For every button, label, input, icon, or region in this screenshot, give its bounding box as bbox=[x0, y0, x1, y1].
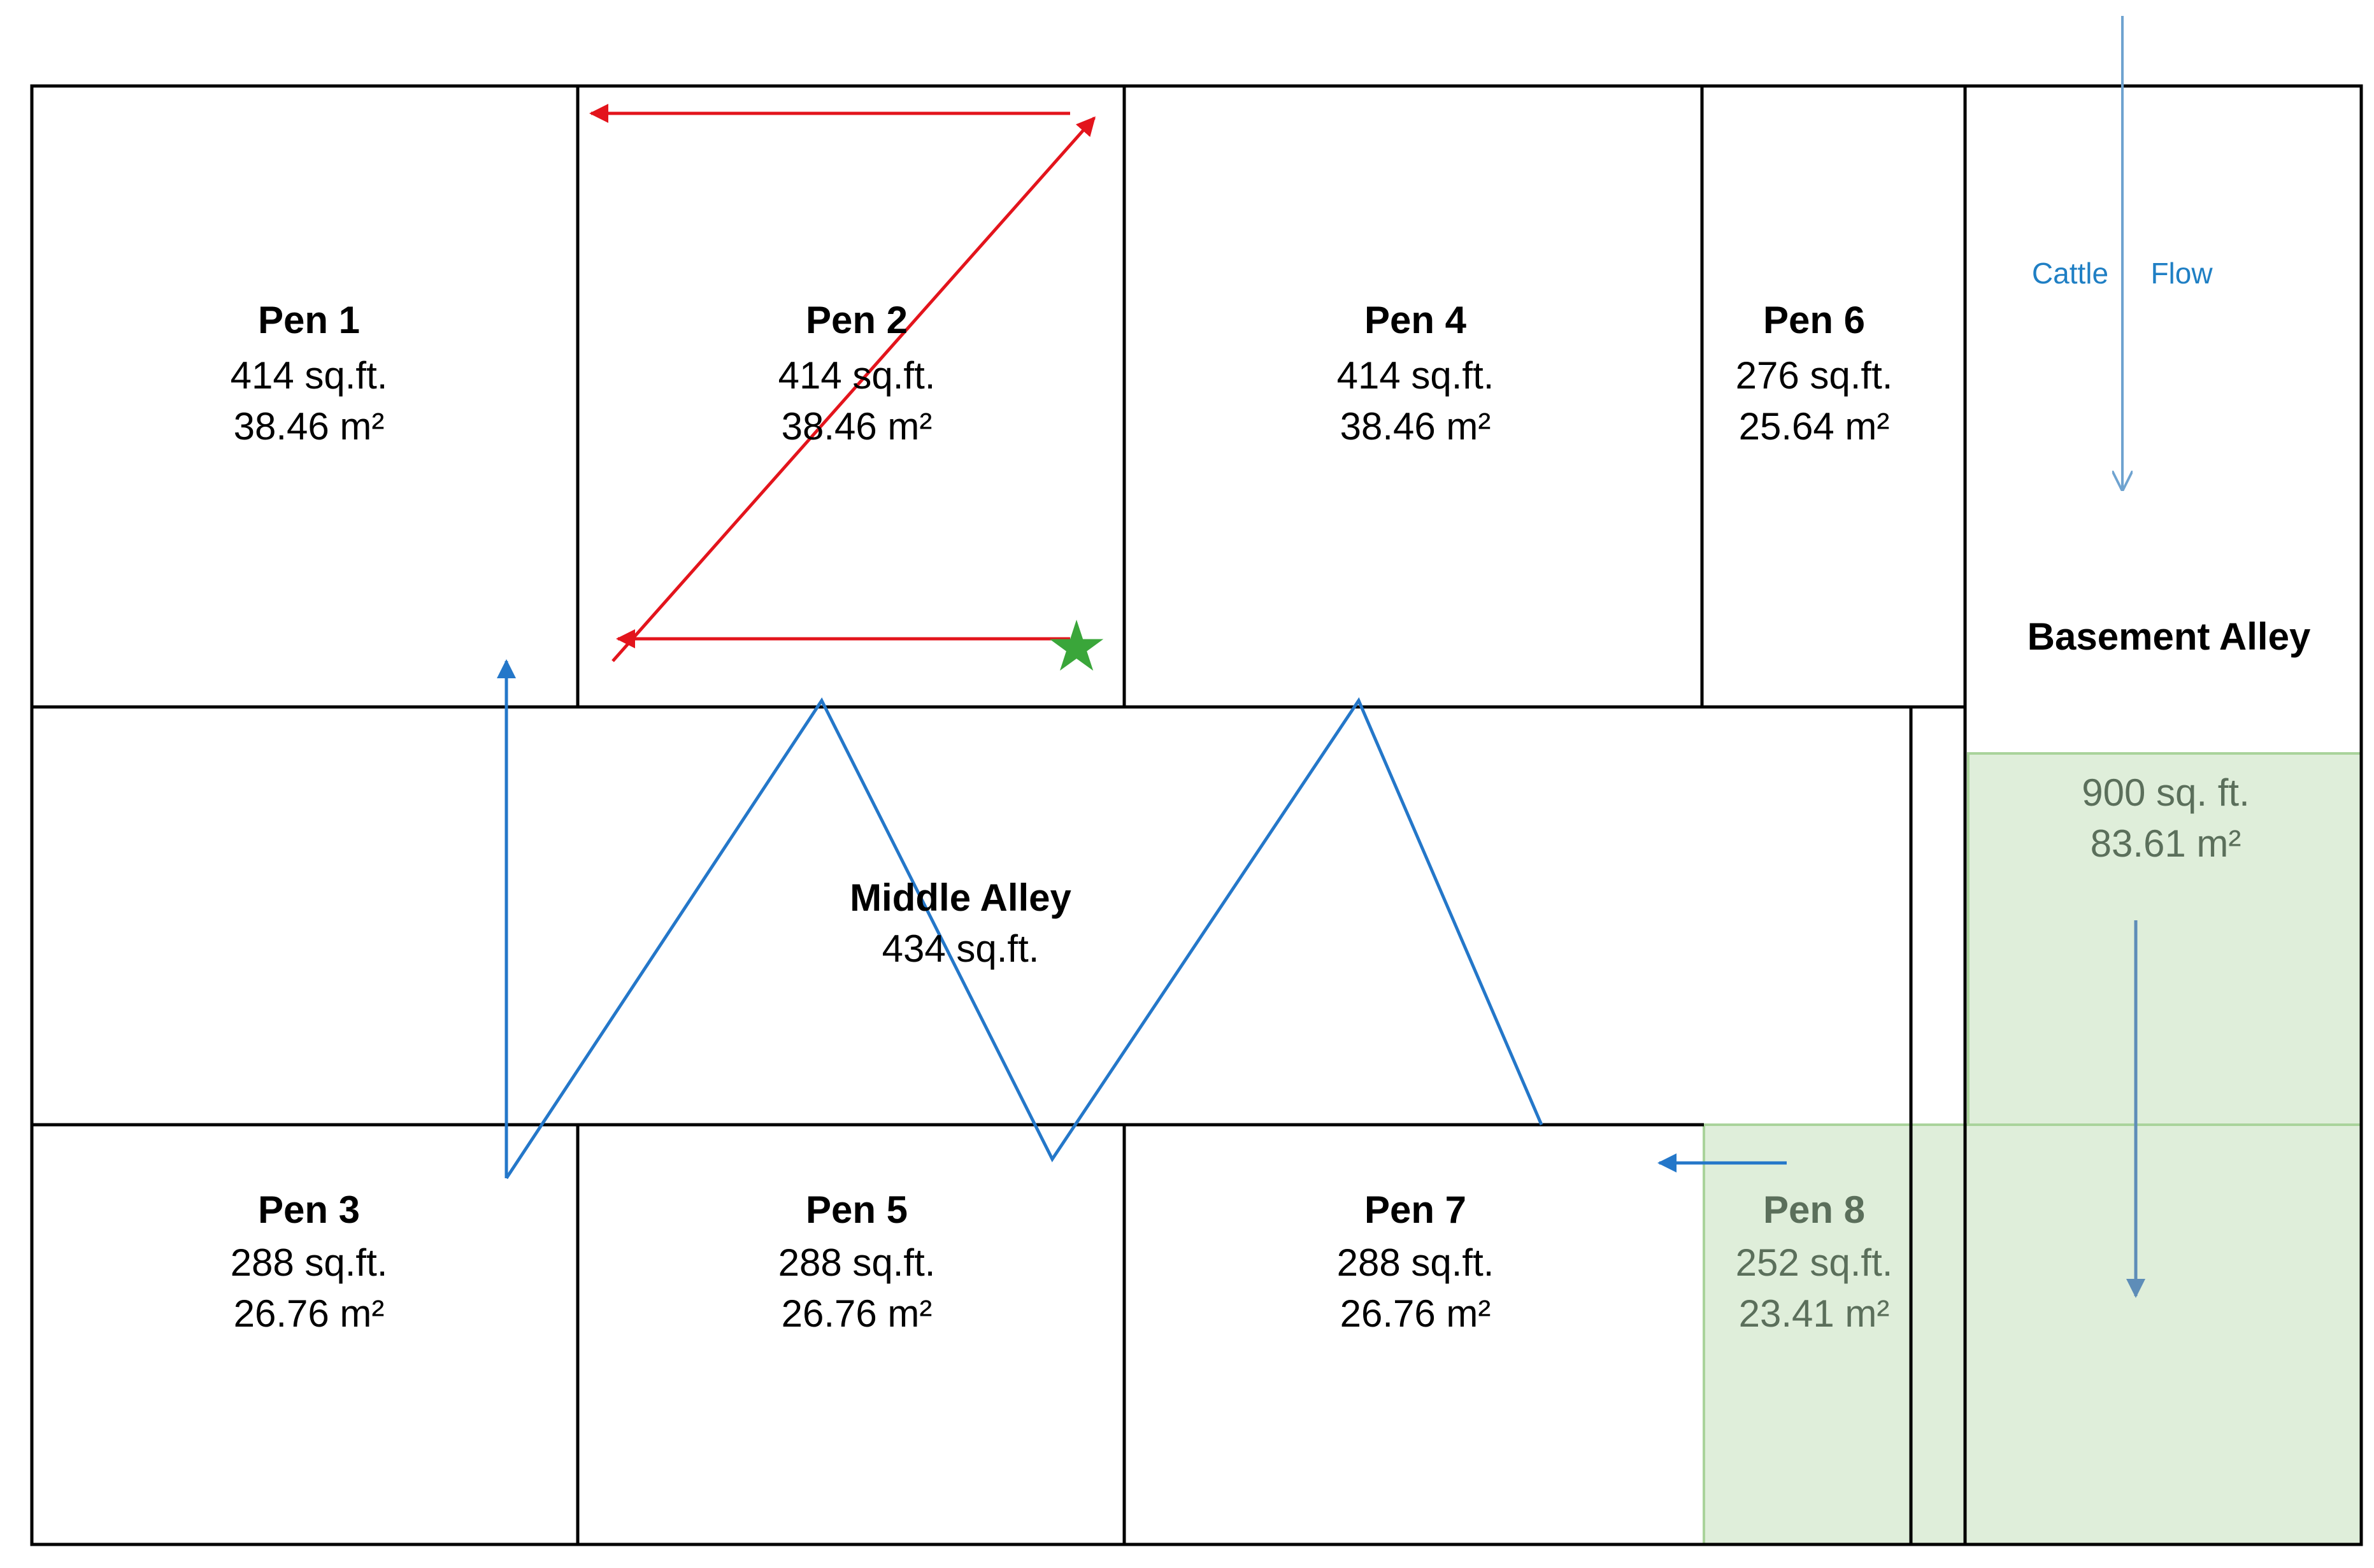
cattle-flow-label-cattle: Cattle bbox=[2032, 257, 2108, 290]
room-basement-alley: Basement Alley 900 sq. ft. 83.61 m² bbox=[2027, 615, 2311, 865]
room-area-m2: 38.46 m² bbox=[234, 405, 385, 448]
red-path bbox=[589, 104, 1096, 662]
room-pen4: Pen 4 414 sq.ft. 38.46 m² bbox=[1337, 299, 1494, 448]
room-area-sqft: 288 sq.ft. bbox=[778, 1241, 936, 1284]
pen8-highlight bbox=[1703, 1123, 2363, 1546]
room-area-m2: 25.64 m² bbox=[1739, 405, 1890, 448]
red-path-diagonal bbox=[611, 116, 1096, 662]
room-area-m2: 83.61 m² bbox=[2091, 822, 2242, 865]
room-area-sqft: 276 sq.ft. bbox=[1736, 354, 1893, 397]
outer-wall bbox=[30, 84, 2363, 1546]
blue-path bbox=[497, 659, 1787, 1180]
room-pen6: Pen 6 276 sq.ft. 25.64 m² bbox=[1736, 299, 1893, 448]
room-pen5: Pen 5 288 sq.ft. 26.76 m² bbox=[778, 1188, 936, 1335]
star-icon: ★ bbox=[1045, 605, 1108, 687]
room-area-sqft: 434 sq.ft. bbox=[882, 927, 1040, 970]
room-area-m2: 26.76 m² bbox=[1340, 1292, 1491, 1335]
room-area-sqft: 414 sq.ft. bbox=[1337, 354, 1494, 397]
room-pen3: Pen 3 288 sq.ft. 26.76 m² bbox=[231, 1188, 388, 1335]
walls bbox=[30, 84, 2363, 1546]
room-area-sqft: 252 sq.ft. bbox=[1736, 1241, 1893, 1284]
room-area-sqft: 900 sq. ft. bbox=[2082, 771, 2250, 814]
room-name: Pen 8 bbox=[1763, 1188, 1865, 1231]
room-name: Pen 4 bbox=[1364, 299, 1467, 341]
room-name: Pen 2 bbox=[806, 299, 908, 341]
room-area-m2: 38.46 m² bbox=[782, 405, 933, 448]
room-name: Pen 6 bbox=[1763, 299, 1865, 341]
room-pen2: Pen 2 414 sq.ft. 38.46 m² bbox=[778, 299, 936, 448]
room-middle-alley: Middle Alley 434 sq.ft. bbox=[850, 876, 1071, 970]
room-area-sqft: 414 sq.ft. bbox=[231, 354, 388, 397]
cattle-flow bbox=[2122, 16, 2145, 1298]
room-name: Pen 1 bbox=[258, 299, 360, 341]
room-area-sqft: 288 sq.ft. bbox=[1337, 1241, 1494, 1284]
highlight-region bbox=[1703, 752, 2363, 1546]
cattle-flow-label-flow: Flow bbox=[2150, 257, 2213, 290]
room-pen1: Pen 1 414 sq.ft. 38.46 m² bbox=[231, 299, 388, 448]
room-name: Pen 3 bbox=[258, 1188, 360, 1231]
room-area-sqft: 288 sq.ft. bbox=[231, 1241, 388, 1284]
room-name: Pen 7 bbox=[1364, 1188, 1466, 1231]
room-area-sqft: 414 sq.ft. bbox=[778, 354, 936, 397]
room-area-m2: 26.76 m² bbox=[782, 1292, 933, 1335]
room-pen7: Pen 7 288 sq.ft. 26.76 m² bbox=[1337, 1188, 1494, 1335]
room-pen8: Pen 8 252 sq.ft. 23.41 m² bbox=[1736, 1188, 1893, 1335]
blue-zigzag bbox=[504, 697, 1543, 1180]
room-name: Pen 5 bbox=[806, 1188, 908, 1231]
room-area-m2: 26.76 m² bbox=[234, 1292, 385, 1335]
room-area-m2: 23.41 m² bbox=[1739, 1292, 1890, 1335]
room-name: Basement Alley bbox=[2027, 615, 2311, 658]
room-area-m2: 38.46 m² bbox=[1340, 405, 1491, 448]
room-name: Middle Alley bbox=[850, 876, 1071, 919]
